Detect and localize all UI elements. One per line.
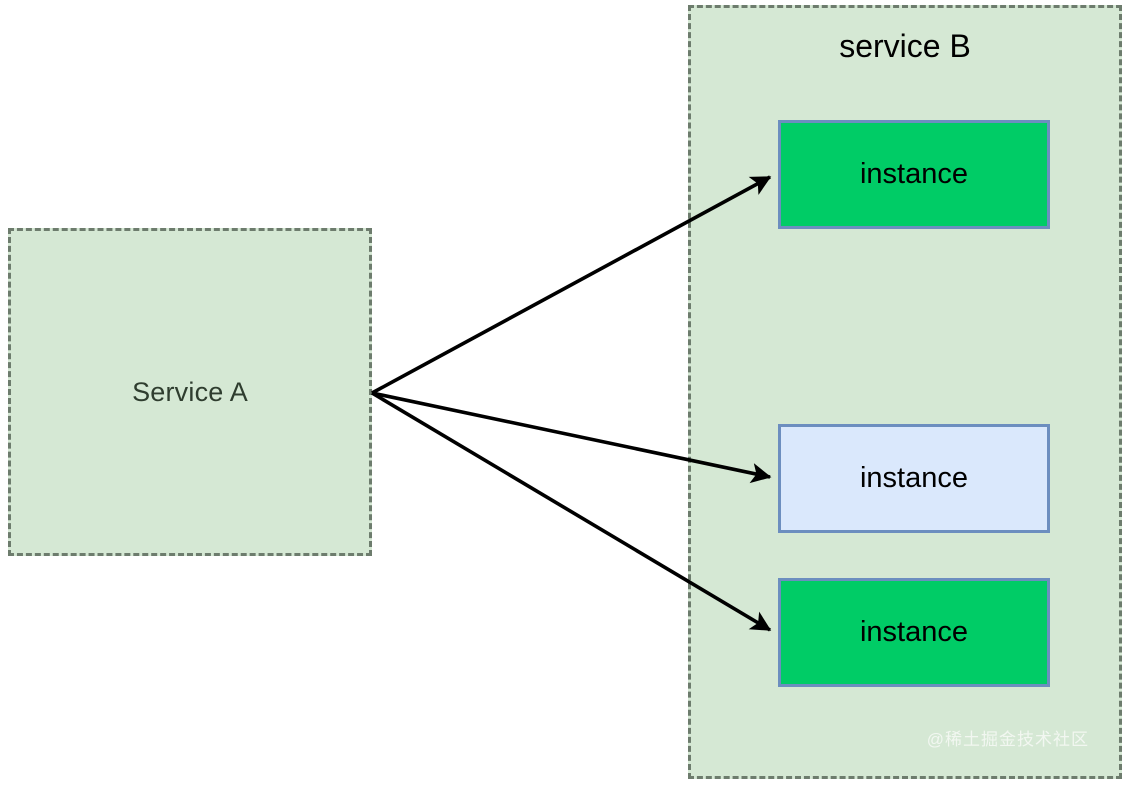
service-a-group[interactable]: Service A <box>8 228 372 556</box>
instance-node-3[interactable]: instance <box>778 578 1050 687</box>
instance-node-1-label: instance <box>859 158 968 190</box>
service-b-title: service B <box>839 28 971 64</box>
service-a-label: Service A <box>132 376 248 407</box>
instance-node-1[interactable]: instance <box>778 120 1050 229</box>
instance-node-3-label: instance <box>859 616 968 648</box>
instance-node-2[interactable]: instance <box>778 424 1050 533</box>
instance-node-2-label: instance <box>859 462 968 494</box>
watermark: @稀土掘金技术社区 <box>926 730 1089 749</box>
